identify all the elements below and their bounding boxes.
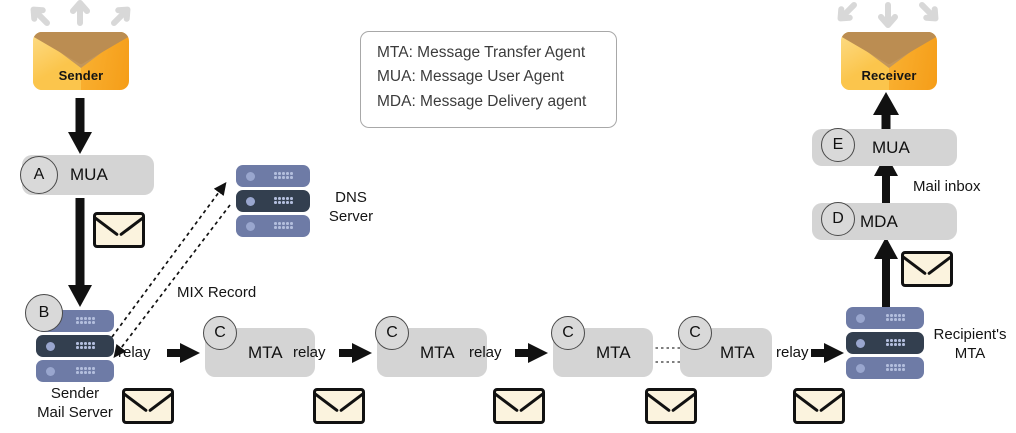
mta-label-3: MTA [596,342,631,362]
recipient-mta-label: Recipient's MTA [933,326,1007,362]
envelope-icon-3 [493,388,545,424]
legend-line-mda: MDA: Message Delivery agent [377,92,587,110]
envelope-icon-5 [793,388,845,424]
mta-label-1: MTA [248,342,283,362]
envelope-icon-1 [122,388,174,424]
mix-record-label: MIX Record [177,284,257,301]
dns-server-label: DNS Server [328,189,374,225]
relay-label-1: relay [118,344,151,361]
step-badge-c-2: C [375,316,409,350]
envelope-icon-2 [313,388,365,424]
relay-label-4: relay [776,344,809,361]
dns-response-arrow [113,204,231,358]
receiver-mail-icon: Receiver [841,32,937,90]
step-badge-a: A [20,156,58,194]
arrow-mua-to-receiver [873,92,899,133]
envelope-icon-4 [645,388,697,424]
mta-label-2: MTA [420,342,455,362]
legend-line-mta: MTA: Message Transfer Agent [377,44,586,61]
step-badge-c-4: C [678,316,712,350]
envelope-icon-sender-mua [93,212,145,248]
step-badge-d: D [821,202,855,236]
receiver-mda-label: MDA [860,211,898,231]
relay-arrow-2 [339,343,372,363]
legend-line-mua: MUA: Message User Agent [377,68,564,86]
dns-query-arrow [111,181,227,338]
relay-arrow-4 [811,343,844,363]
step-badge-c-1: C [203,316,237,350]
receiver-mua-label: MUA [872,137,910,157]
sender-mua-label: MUA [70,165,108,184]
mta-label-4: MTA [720,342,755,362]
relay-arrow-1 [167,343,200,363]
sender-mail-icon: Sender [33,32,129,90]
step-badge-c-3: C [551,316,585,350]
step-badge-b: B [25,294,63,332]
abbreviations-legend: MTA: Message Transfer Agent MUA: Message… [360,31,617,128]
sender-label: Sender [58,68,104,83]
relay-arrow-3 [515,343,548,363]
recipient-mta-server-icon[interactable] [846,307,924,379]
receiver-label: Receiver [861,68,917,83]
mta-ellipsis-connector [650,347,680,363]
sender-broadcast-arrows [30,0,131,26]
arrow-sender-to-mua [68,98,92,154]
relay-label-3: relay [469,344,502,361]
relay-label-2: relay [293,344,326,361]
envelope-icon-receiver [901,251,953,287]
step-badge-e: E [821,128,855,162]
sender-mail-server-label: Sender Mail Server [37,385,113,421]
mail-inbox-label: Mail inbox [913,178,981,195]
dns-server-icon[interactable] [236,165,310,237]
arrow-mua-to-mailserver [68,198,92,307]
receiver-incoming-arrows [837,1,939,28]
